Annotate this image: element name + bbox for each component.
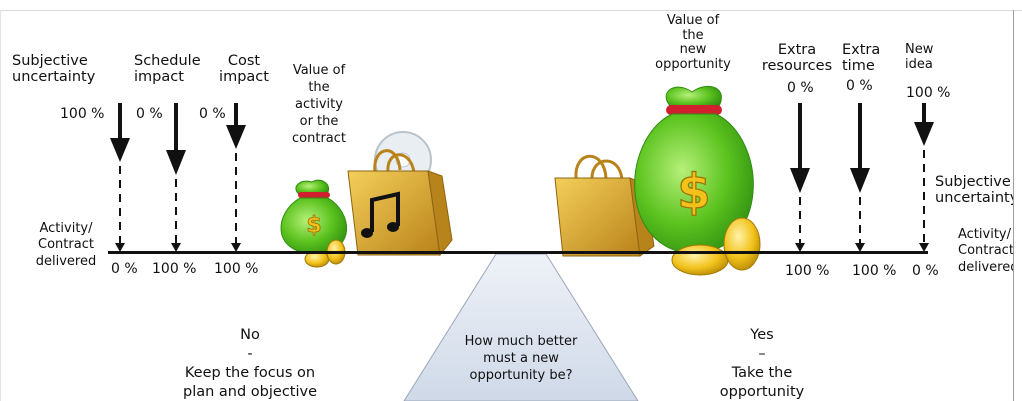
label-extra-resources: Extra resources xyxy=(761,42,833,75)
arrowhead-right-dashed-3 xyxy=(919,243,929,252)
pct-left-bottom-1: 0 % xyxy=(111,261,138,277)
clip-subjective-uncertainty-right: Subjective uncertainty xyxy=(930,170,1013,220)
pct-subjective-uncertainty-top: 100 % xyxy=(60,106,105,122)
label-subjective-uncertainty-left: Subjective uncertainty xyxy=(12,53,96,86)
pct-schedule-impact-top: 0 % xyxy=(136,106,163,122)
pct-left-bottom-2: 100 % xyxy=(152,261,197,277)
arrowhead-right-dashed-1 xyxy=(795,243,805,252)
text-yes-take-opportunity: Yes – Take the opportunity xyxy=(719,327,805,400)
pct-extra-resources-top: 0 % xyxy=(787,80,814,96)
arrowhead-left-dashed-1 xyxy=(115,243,125,252)
arrowhead-schedule-impact xyxy=(166,150,186,175)
label-subjective-uncertainty-right: Subjective uncertainty xyxy=(935,174,1013,207)
arrowhead-extra-resources xyxy=(790,168,810,193)
svg-text:$: $ xyxy=(306,213,321,238)
label-delivered-left: Activity/ Contract delivered xyxy=(35,221,97,269)
label-delivered-right: Activity/ Contract delivered xyxy=(958,227,1013,275)
frame-right-border xyxy=(1013,10,1014,401)
frame-top-border xyxy=(0,10,1022,11)
label-extra-time: Extra time xyxy=(842,42,881,75)
arrowhead-subjective-uncertainty xyxy=(110,138,130,162)
pct-cost-impact-top: 0 % xyxy=(199,106,226,122)
text-no-keep-focus: No - Keep the focus on plan and objectiv… xyxy=(182,327,318,400)
pct-right-bottom-3: 0 % xyxy=(912,263,939,279)
svg-text:$: $ xyxy=(677,164,710,220)
frame-left-border xyxy=(0,10,1,401)
label-new-idea: New idea xyxy=(905,42,934,72)
text-fulcrum-question: How much better must a new opportunity b… xyxy=(464,334,578,383)
label-cost-impact: Cost impact xyxy=(219,53,269,86)
clip-delivered-right: Activity/ Contract delivered xyxy=(940,222,1013,284)
fulcrum-triangle xyxy=(403,253,639,401)
pct-left-bottom-3: 100 % xyxy=(214,261,259,277)
pct-right-bottom-2: 100 % xyxy=(852,263,897,279)
pct-extra-time-top: 0 % xyxy=(846,78,873,94)
label-value-new-opportunity: Value of the new opportunity xyxy=(655,13,731,72)
label-value-activity: Value of the activity or the contract xyxy=(292,63,346,146)
pct-right-bottom-1: 100 % xyxy=(785,263,830,279)
arrowhead-left-dashed-2 xyxy=(171,243,181,252)
arrowhead-cost-impact xyxy=(226,125,246,149)
pct-new-idea-top: 100 % xyxy=(906,85,951,101)
balance-beam xyxy=(108,251,928,254)
arrowhead-extra-time xyxy=(850,168,870,193)
arrowhead-new-idea xyxy=(914,122,934,146)
music-shopping-bag-icon xyxy=(347,131,453,257)
arrowhead-right-dashed-2 xyxy=(855,243,865,252)
label-schedule-impact: Schedule impact xyxy=(134,53,201,86)
arrowhead-left-dashed-3 xyxy=(231,243,241,252)
